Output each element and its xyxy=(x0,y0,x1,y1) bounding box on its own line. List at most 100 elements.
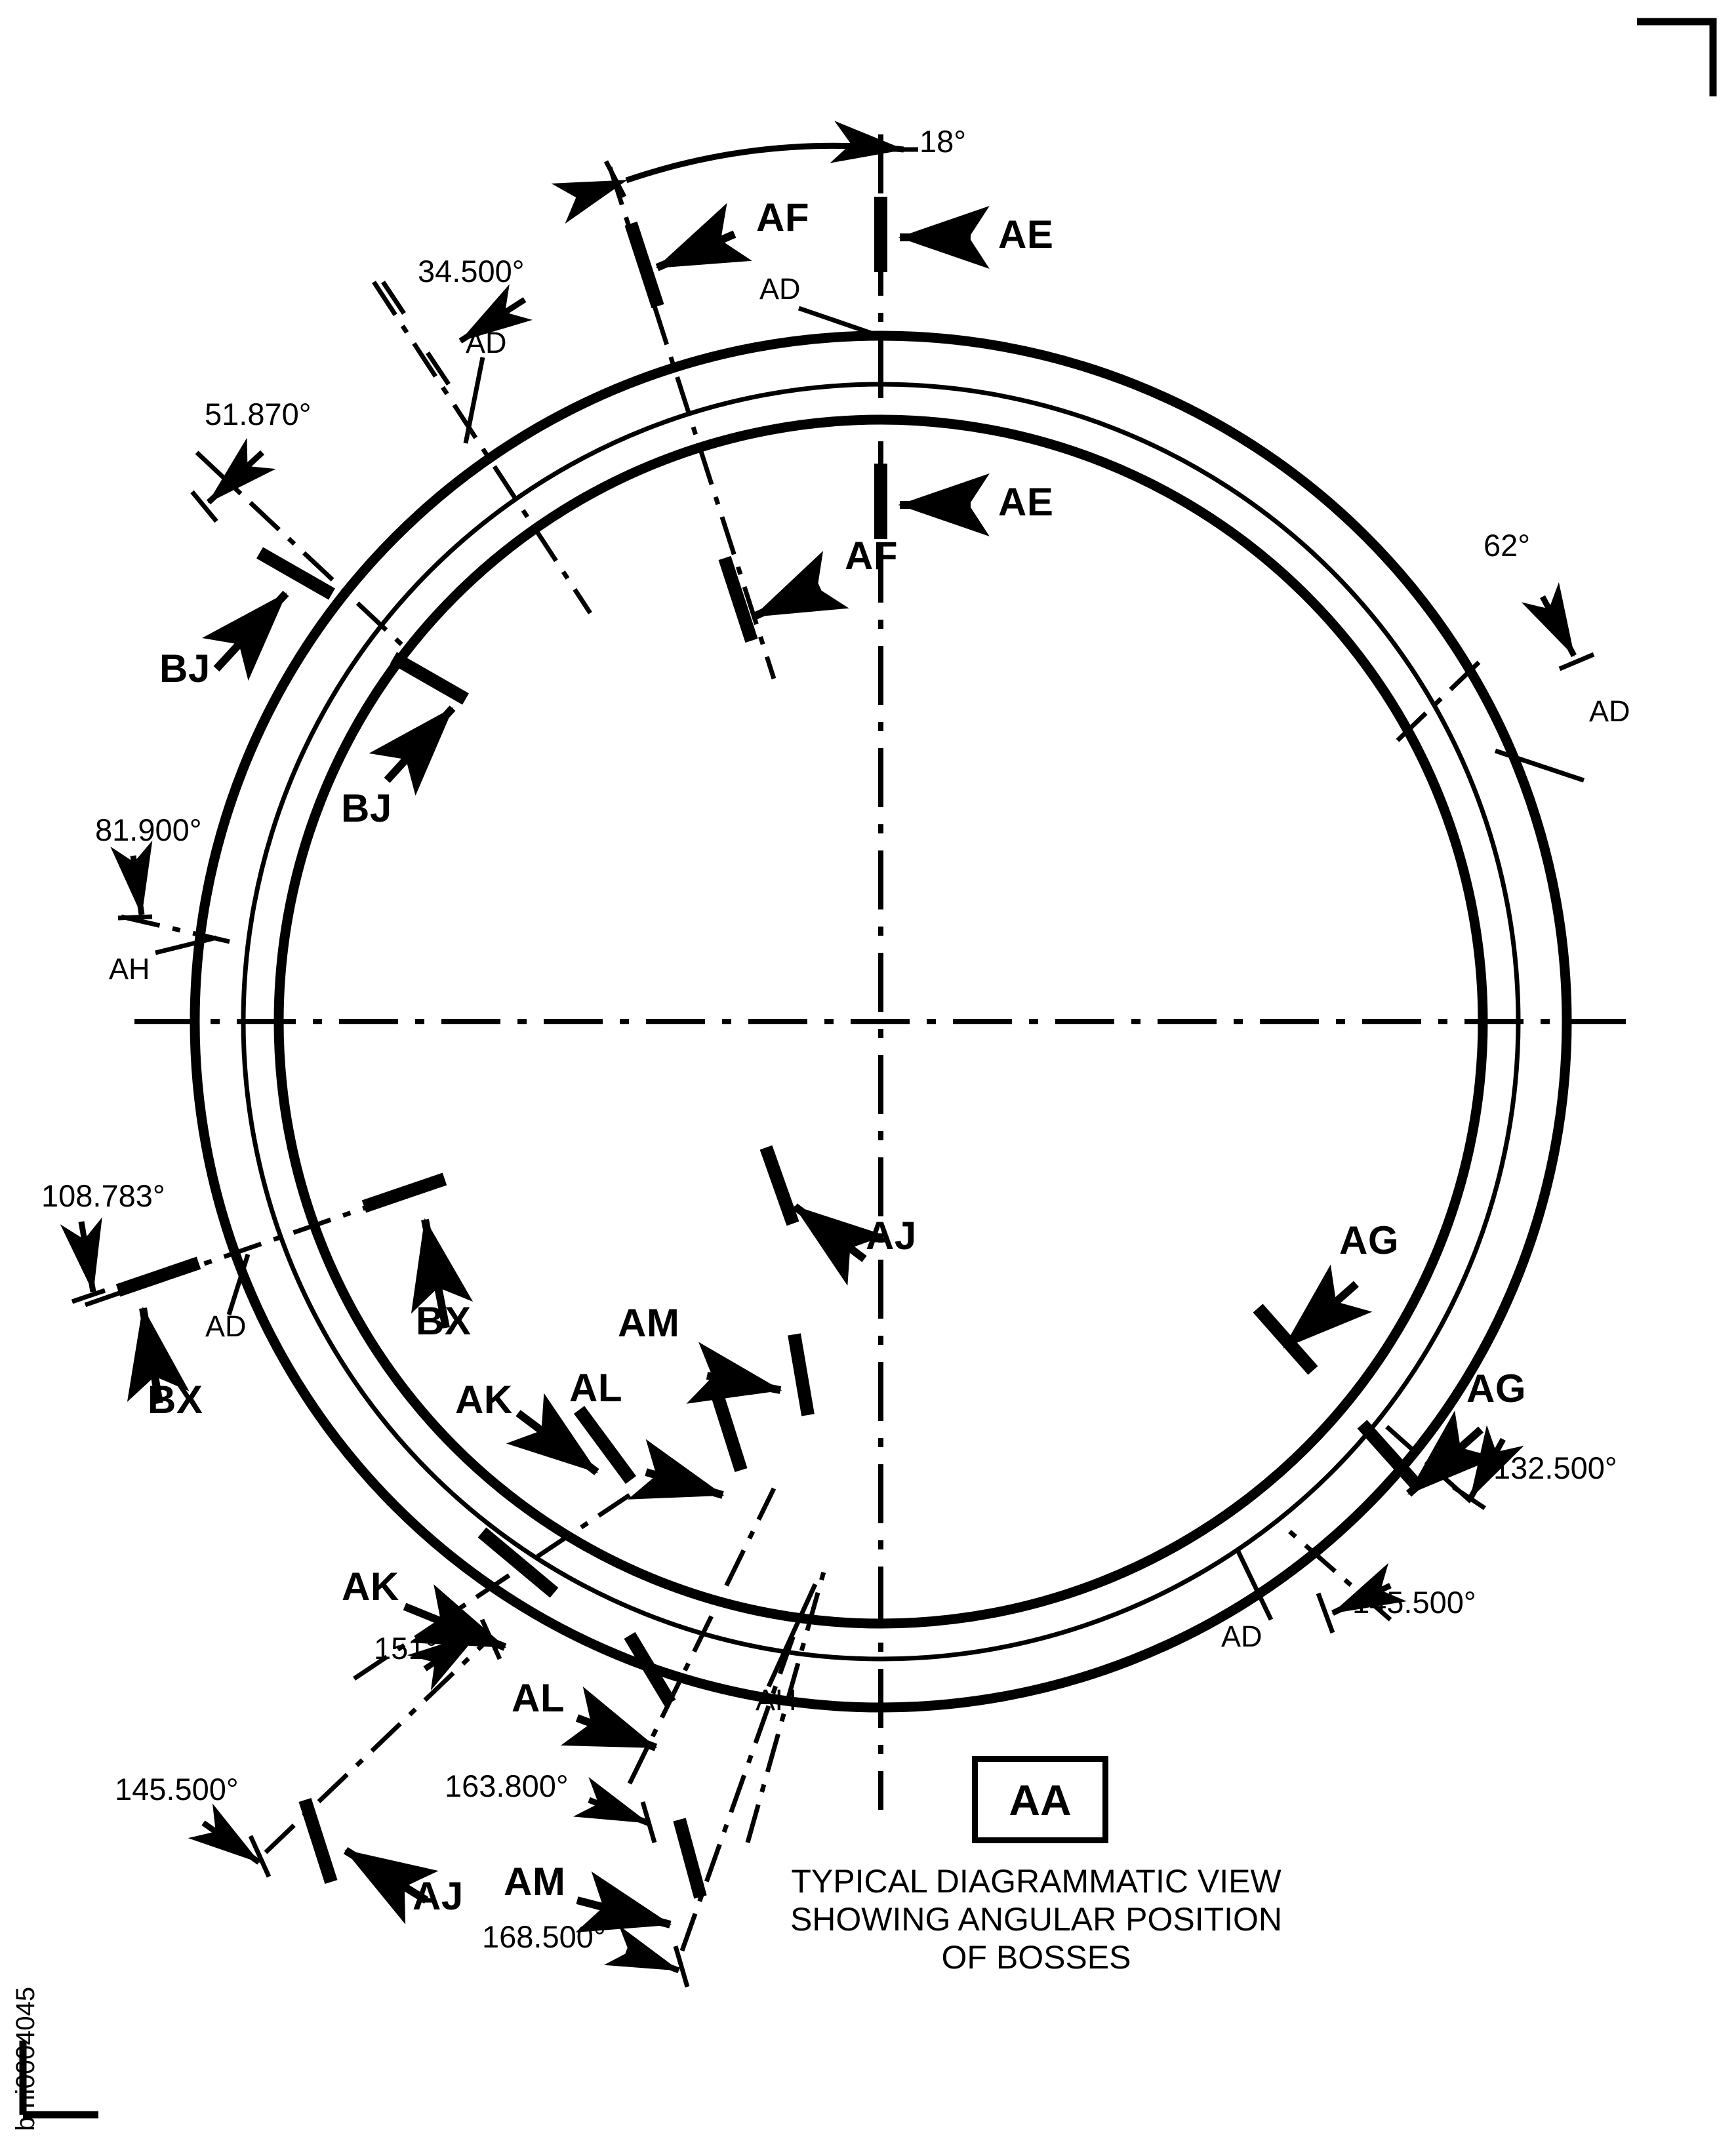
dimension-145500-left: 145.500° xyxy=(115,1772,239,1807)
arc-18deg xyxy=(551,121,905,224)
arrow-34500 xyxy=(458,284,533,344)
boss-label-bj-lower: BJ xyxy=(341,786,392,830)
view-tag-label: AA xyxy=(1009,1775,1072,1824)
dimension-leaders xyxy=(60,121,1595,1987)
boss-label-ae-top: AE xyxy=(998,212,1054,256)
ray-51870 xyxy=(195,450,409,651)
dimension-18: 18° xyxy=(919,124,967,159)
ref-label-ah-bottom: AH xyxy=(756,1683,797,1717)
callout-aj-inner xyxy=(792,1203,886,1286)
callout-af-top xyxy=(655,203,752,271)
leader-ad-topcenter xyxy=(797,306,882,339)
sheet-code-label: bmi0004045 xyxy=(11,1986,40,2131)
tick-34500b xyxy=(426,351,451,386)
leader-ah-left xyxy=(155,935,217,955)
arrow-108783 xyxy=(60,1217,102,1293)
view-caption-line2: SHOWING ANGULAR POSITION xyxy=(790,1901,1283,1938)
tick-132500 xyxy=(1452,1485,1486,1510)
leader-ad-right xyxy=(1494,748,1585,783)
arrow-62 xyxy=(1521,582,1577,658)
arrow-145500-right xyxy=(1331,1563,1407,1616)
ray-af-18 xyxy=(607,166,777,680)
arrow-168500 xyxy=(603,1925,680,1974)
view-tag-box: AA xyxy=(972,1756,1108,1843)
boss-label-ak-outer: AK xyxy=(342,1565,399,1608)
view-caption-line3: OF BOSSES xyxy=(941,1939,1131,1976)
ray-163800 xyxy=(627,1487,777,1785)
ray-62 xyxy=(1395,660,1481,743)
leader-ah-bottom xyxy=(766,1583,818,1688)
callout-bx-left xyxy=(127,1306,190,1405)
arrow-163800 xyxy=(573,1777,649,1826)
boss-mark-ak-outer xyxy=(477,1527,559,1598)
boss-label-aj-outer: AJ xyxy=(413,1874,464,1918)
callout-al-inner xyxy=(628,1439,725,1500)
view-caption: TYPICAL DIAGRAMMATIC VIEW SHOWING ANGULA… xyxy=(708,1862,1364,1976)
corner-registration-marks xyxy=(19,18,1717,2119)
boss-label-am-outer: AM xyxy=(504,1860,566,1904)
ray-ah-bottom xyxy=(745,1567,828,1843)
tick-108783 xyxy=(71,1288,106,1304)
boss-mark-af-inner xyxy=(718,555,758,643)
boss-callout-arrows xyxy=(127,203,1497,1932)
centerlines xyxy=(134,134,1626,1810)
boss-label-al-outer: AL xyxy=(512,1676,565,1720)
boss-label-ak-inner: AK xyxy=(455,1378,513,1422)
tick-62 xyxy=(1558,652,1595,671)
callout-bj-lower xyxy=(369,705,456,796)
boss-label-bj-upper: BJ xyxy=(159,647,211,690)
dimension-81900: 81.900° xyxy=(95,812,202,847)
dimension-51870: 51.870° xyxy=(205,397,312,431)
callout-ag-upper xyxy=(1282,1264,1373,1351)
tick-34500a xyxy=(381,281,406,315)
dimension-132500: 132.500° xyxy=(1493,1450,1617,1485)
boss-label-bx-inner: BX xyxy=(416,1299,472,1343)
tick-168500 xyxy=(673,1946,690,1987)
boss-mark-bx-outer xyxy=(115,1256,201,1297)
boss-label-bx-left: BX xyxy=(148,1378,203,1422)
tick-163800 xyxy=(640,1801,657,1843)
boss-mark-am-outer xyxy=(673,1818,707,1899)
tick-145500-left xyxy=(248,1835,272,1878)
boss-label-ag-upper: AG xyxy=(1339,1218,1399,1262)
leader-ad-bottomright xyxy=(1236,1550,1274,1621)
dimension-34500: 34.500° xyxy=(418,254,525,289)
ref-label-ad-lower-left: AD xyxy=(205,1309,247,1343)
callout-bx-inner xyxy=(411,1218,474,1329)
arrow-81900 xyxy=(110,840,153,916)
boss-mark-bj-inner xyxy=(390,652,469,705)
leader-ad-lowerleft xyxy=(226,1253,251,1316)
callout-ak-outer xyxy=(403,1584,507,1651)
tick-81900 xyxy=(117,914,153,921)
ref-label-ad-bottom-right: AD xyxy=(1221,1620,1262,1653)
ray-168500 xyxy=(679,1625,799,1952)
view-caption-line1: TYPICAL DIAGRAMMATIC VIEW xyxy=(791,1863,1282,1900)
boss-mark-af-outer xyxy=(624,221,664,309)
boss-label-ag-lower: AG xyxy=(1466,1367,1526,1410)
callout-al-outer xyxy=(561,1687,658,1751)
ref-label-ad-right: AD xyxy=(1589,694,1630,728)
boss-mark-bj-outer xyxy=(256,547,335,600)
callout-ak-inner xyxy=(506,1393,599,1475)
boss-mark-am-inner xyxy=(788,1333,815,1416)
callout-am-outer xyxy=(575,1871,672,1932)
boss-mark-al-inner xyxy=(710,1391,748,1473)
dimension-168500: 168.500° xyxy=(482,1919,606,1954)
ray-145500-left xyxy=(264,1637,491,1854)
boss-label-aj-inner: AJ xyxy=(866,1214,917,1258)
dimension-145500-right: 145.500° xyxy=(1352,1585,1476,1620)
boss-mark-aj-inner xyxy=(759,1145,799,1226)
callout-aj-outer xyxy=(343,1847,439,1925)
callout-bj-upper xyxy=(201,590,289,681)
boss-label-af-mid: AF xyxy=(845,534,898,578)
ref-label-ah-left: AH xyxy=(109,952,150,986)
arrow-51870 xyxy=(206,437,276,505)
ray-34500 xyxy=(372,281,592,614)
dimension-62: 62° xyxy=(1484,528,1531,563)
ray-108783 xyxy=(84,1191,408,1308)
boss-mark-ag-outer xyxy=(1253,1304,1318,1375)
dimension-163800: 163.800° xyxy=(445,1768,569,1803)
boss-mark-al-outer xyxy=(624,1631,676,1707)
